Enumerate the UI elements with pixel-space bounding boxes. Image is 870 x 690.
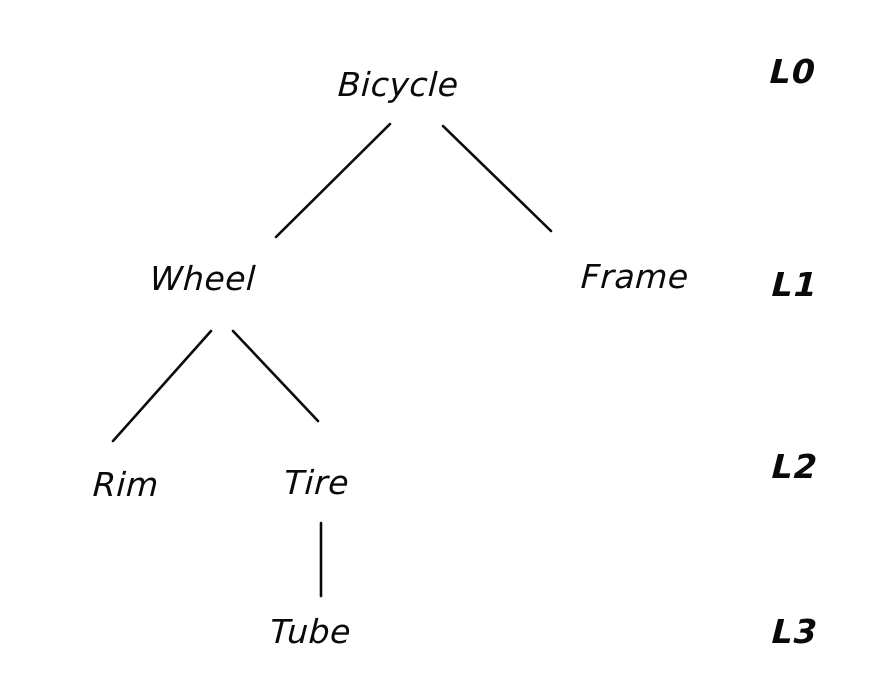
tree-edges	[111, 122, 553, 598]
tree-node-rim[interactable]: Rim	[91, 465, 160, 504]
tree-node-tire[interactable]: Tire	[282, 463, 351, 502]
level-label-l1: L1	[770, 265, 820, 304]
tree-node-wheel[interactable]: Wheel	[148, 259, 257, 298]
tree-edge-wheel-to-tire	[231, 329, 320, 423]
tree-edge-bicycle-to-wheel	[274, 122, 392, 239]
tree-node-frame[interactable]: Frame	[579, 257, 690, 296]
level-label-l3: L3	[770, 612, 820, 651]
tree-node-bicycle[interactable]: Bicycle	[336, 65, 460, 104]
level-label-l2: L2	[770, 447, 820, 486]
tree-edge-wheel-to-rim	[111, 329, 213, 443]
level-label-l0: L0	[768, 52, 818, 91]
tree-edge-bicycle-to-frame	[441, 124, 553, 233]
tree-node-tube[interactable]: Tube	[268, 612, 353, 651]
